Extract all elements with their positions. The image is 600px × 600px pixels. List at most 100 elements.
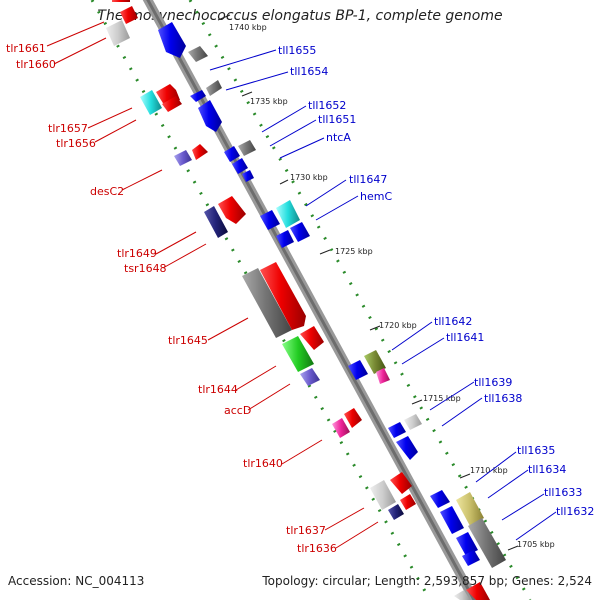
gene-arrow[interactable] [276, 200, 300, 228]
gene-label[interactable]: ntcA [326, 131, 351, 144]
gene-label[interactable]: tlr1660 [16, 58, 56, 71]
leader-line [429, 381, 475, 411]
gene-arrow[interactable] [468, 518, 506, 568]
gene-label[interactable]: tlr1645 [168, 334, 208, 347]
gene-label[interactable]: tlr1657 [48, 122, 88, 135]
gene-arrow[interactable] [456, 492, 484, 526]
gene-arrow[interactable] [158, 22, 186, 58]
gene-arrow[interactable] [260, 210, 280, 230]
gene-label[interactable]: tll1638 [484, 392, 522, 405]
leader-line [335, 521, 379, 549]
gene-arrow[interactable] [224, 146, 240, 162]
gene-arrow[interactable] [232, 158, 248, 174]
gene-arrow[interactable] [190, 90, 206, 102]
gene-arrow[interactable] [348, 360, 368, 380]
gene-label[interactable]: tlr1644 [198, 383, 238, 396]
leader-line [269, 119, 317, 147]
gene-arrow[interactable] [106, 20, 130, 46]
gene-arrow[interactable] [454, 590, 470, 600]
gene-arrow[interactable] [388, 422, 406, 438]
gene-arrow[interactable] [174, 150, 192, 166]
gene-arrow[interactable] [238, 140, 256, 156]
leader-line [207, 317, 249, 341]
gene-arrow[interactable] [400, 494, 416, 510]
gene-label[interactable]: tlr1649 [117, 247, 157, 260]
scale-label: 1730 kbp [290, 173, 328, 182]
gene-label[interactable]: tll1651 [318, 113, 356, 126]
leader-line [162, 243, 207, 269]
gene-arrow[interactable] [332, 418, 350, 438]
gene-arrow[interactable] [192, 144, 208, 160]
gene-arrow[interactable] [390, 472, 412, 494]
gene-arrow[interactable] [370, 480, 396, 510]
gene-label[interactable]: accD [224, 404, 251, 417]
scale-label: 1735 kbp [250, 97, 288, 106]
gene-arrow[interactable] [282, 336, 314, 372]
gene-label[interactable]: tll1652 [308, 99, 346, 112]
leader-line [155, 231, 197, 255]
gene-arrow[interactable] [188, 46, 208, 62]
leader-line [501, 493, 545, 521]
leader-line [53, 37, 107, 65]
gene-arrow[interactable] [388, 504, 404, 520]
gene-arrow[interactable] [396, 436, 418, 460]
leader-line [401, 337, 445, 365]
gene-arrow[interactable] [364, 350, 386, 374]
gene-label[interactable]: tlr1640 [243, 457, 283, 470]
gene-label[interactable]: tll1647 [349, 173, 387, 186]
scale-tick [241, 91, 253, 97]
gene-label[interactable]: tll1639 [474, 376, 512, 389]
gene-label[interactable]: tll1635 [517, 444, 555, 457]
scale-label: 1720 kbp [379, 321, 417, 330]
gene-arrow[interactable] [440, 506, 464, 534]
gene-arrow[interactable] [198, 100, 222, 132]
leader-line [391, 321, 433, 351]
gene-label[interactable]: tll1642 [434, 315, 472, 328]
scale-label: 1705 kbp [517, 540, 555, 549]
leader-line [487, 469, 529, 499]
gene-arrow[interactable] [218, 196, 246, 224]
gene-arrow[interactable] [242, 268, 292, 338]
gene-label[interactable]: tll1655 [278, 44, 316, 57]
gene-arrow[interactable] [206, 80, 222, 96]
gene-arrow[interactable] [204, 206, 228, 238]
gene-label[interactable]: tlr1636 [297, 542, 337, 555]
gene-label[interactable]: tlr1661 [6, 42, 46, 55]
gene-label[interactable]: tll1641 [446, 331, 484, 344]
gene-arrow[interactable] [242, 170, 254, 182]
gene-arrow[interactable] [276, 230, 294, 248]
gene-label[interactable]: tlr1637 [286, 524, 326, 537]
right-leader-lines [209, 49, 557, 541]
gene-arrow[interactable] [344, 408, 362, 428]
scale-label: 1725 kbp [335, 247, 373, 256]
gene-arrow[interactable] [404, 414, 422, 430]
gene-label[interactable]: desC2 [90, 185, 124, 198]
leader-line [87, 107, 133, 129]
genome-axis-core [146, 0, 476, 600]
gene-arrow[interactable] [376, 368, 390, 384]
leader-line [475, 451, 517, 483]
gene-arrow[interactable] [462, 550, 480, 566]
gene-arrow[interactable] [466, 582, 490, 600]
gene-label[interactable]: tll1634 [528, 463, 566, 476]
gene-label[interactable]: tll1632 [556, 505, 594, 518]
gene-label[interactable]: tsr1648 [124, 262, 167, 275]
gene-arrow[interactable] [430, 490, 450, 508]
gene-label[interactable]: tll1654 [290, 65, 328, 78]
gene-label[interactable]: hemC [360, 190, 392, 203]
leader-line [305, 179, 347, 207]
gene-arrow[interactable] [112, 0, 130, 2]
leader-line [515, 511, 557, 541]
leader-line [225, 71, 289, 91]
gene-label[interactable]: tlr1656 [56, 137, 96, 150]
gene-arrow[interactable] [260, 262, 306, 330]
gene-arrow[interactable] [140, 90, 162, 115]
gene-arrow[interactable] [456, 532, 478, 556]
gene-arrow[interactable] [120, 6, 138, 24]
gene-arrow[interactable] [290, 222, 310, 242]
gene-arrow[interactable] [162, 96, 182, 112]
gene-label[interactable]: tll1633 [544, 486, 582, 499]
gene-arrow[interactable] [300, 326, 324, 350]
leader-line [94, 119, 137, 143]
gene-arrow[interactable] [300, 368, 320, 386]
